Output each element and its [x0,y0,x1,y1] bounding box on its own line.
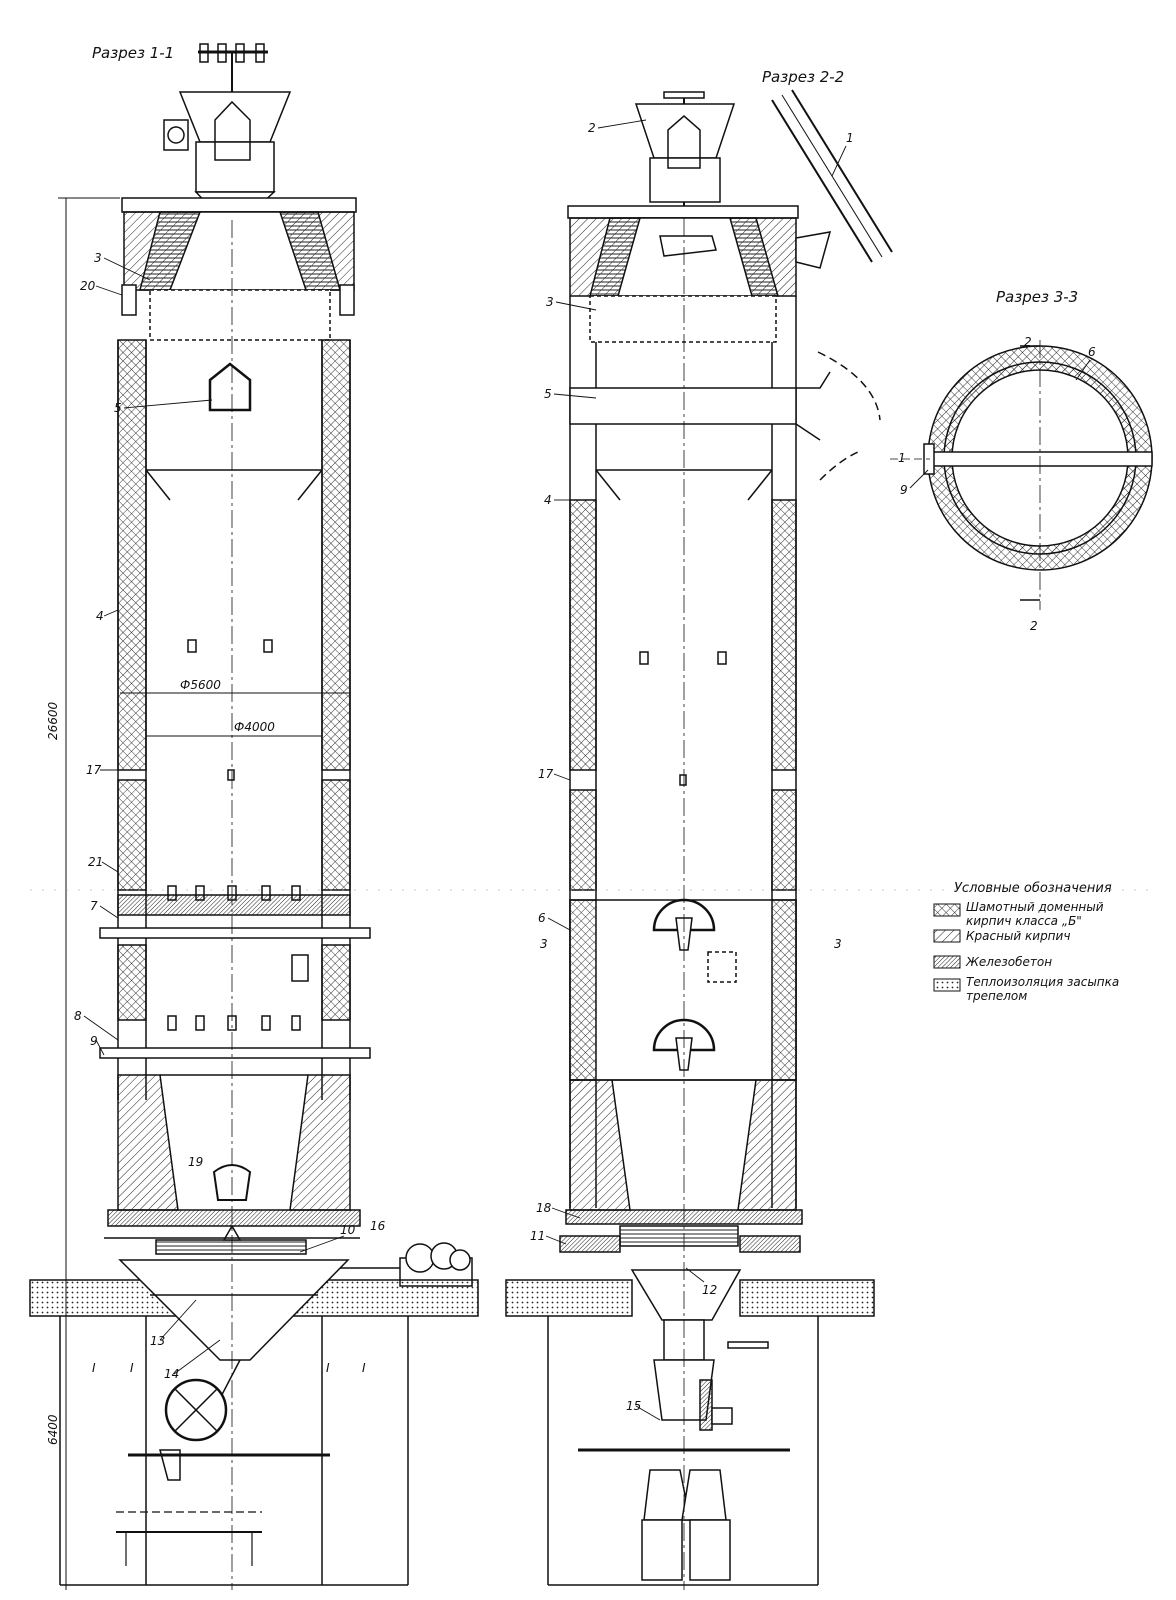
section-1-1 [29,43,479,1590]
cut-mark-2-bottom: 2 [1030,619,1038,633]
shaft-wall-right [321,339,351,771]
roman-mark-4: I [362,1361,366,1375]
callout-l-10: 10 [340,1223,356,1237]
callout-l-9: 9 [90,1034,98,1048]
top-slab [121,197,357,213]
dim-inner-diameter: Ф4000 [234,720,275,734]
peep-window [208,362,252,412]
callout-l-19: 19 [188,1155,203,1169]
ash-hopper-2 [630,1269,742,1321]
nozzle-row-lower [167,1015,301,1031]
callout-r-6: 6 [1088,345,1096,359]
roman-mark-2: I [130,1361,134,1375]
callout-l-3: 3 [94,251,102,265]
cone-masonry-right [289,1074,351,1211]
callout-m-18: 18 [536,1201,552,1215]
rotating-grate [155,1239,307,1255]
legend-item-4-line1: Теплоизоляция засыпка [966,975,1119,989]
legend-swatch-1 [933,903,961,917]
air-pipe-upper [99,927,371,939]
callout-m-12: 12 [702,1283,717,1297]
dim-base-height: 6400 [46,1414,60,1445]
legend-item-4-line2: трепелом [966,989,1027,1003]
callout-l-8: 8 [74,1009,82,1023]
section-2-2 [505,89,893,1590]
air-pipe-lower [99,1047,371,1059]
callout-m-4: 4 [544,493,552,507]
legend-swatch-3 [933,955,961,969]
callout-m-15: 15 [626,1399,641,1413]
shaft-wall-left [117,339,147,771]
dim-total-height: 26600 [46,701,60,740]
callout-m-1: 1 [846,131,854,145]
roman-mark-3: I [326,1361,330,1375]
ash-bunker [118,1259,350,1361]
callout-l-21: 21 [88,855,103,869]
cone-masonry-left [117,1074,179,1211]
section-title-3-3: Разрез 3-3 [996,288,1078,306]
legend-swatch-4 [933,978,961,992]
callout-l-17: 17 [86,763,102,777]
text-layer: Разрез 1-1 Разрез 2-2 Разрез 3-3 26600 6… [46,44,1119,1445]
legend-swatches [933,903,961,992]
callout-m-5: 5 [544,387,552,401]
legend-item-2: Красный кирпич [966,929,1070,943]
grate-2 [619,1225,739,1247]
callout-m-11: 11 [530,1229,545,1243]
callout-r-9: 9 [900,483,908,497]
section-3-3 [890,340,1153,610]
roman-mark-1: I [92,1361,96,1375]
cut-mark-2-top: 2 [1024,335,1032,349]
callout-l-5: 5 [114,401,122,415]
legend-item-1-line2: кирпич класса „Б" [966,914,1082,928]
gas-collector [149,289,331,341]
section-title-1-1: Разрез 1-1 [92,44,174,62]
leader-lines [83,119,1091,1421]
legend-item-3: Железобетон [965,955,1052,969]
dim-outer-diameter: Ф5600 [180,678,221,692]
legend-swatch-2 [933,929,961,943]
callout-m-3: 3 [546,295,554,309]
section-title-2-2: Разрез 2-2 [762,68,844,86]
loading-hopper [163,91,292,223]
callout-m-17: 17 [538,767,554,781]
legend-title: Условные обозначения [954,881,1112,896]
cut-mark-3-right: 3 [834,937,842,951]
callout-m-2: 2 [588,121,596,135]
cut-mark-3-left: 3 [540,937,548,951]
callout-l-20: 20 [80,279,96,293]
cut-mark-1: 1 [898,451,906,465]
callout-l-16: 16 [370,1219,386,1233]
callout-l-14: 14 [164,1367,179,1381]
gas-outlet-duct [569,387,797,425]
callout-l-7: 7 [90,899,98,913]
callout-l-4: 4 [96,609,104,623]
legend-item-1-line1: Шамотный доменный [966,900,1104,914]
callout-l-13: 13 [150,1334,165,1348]
callout-m-6: 6 [538,911,546,925]
